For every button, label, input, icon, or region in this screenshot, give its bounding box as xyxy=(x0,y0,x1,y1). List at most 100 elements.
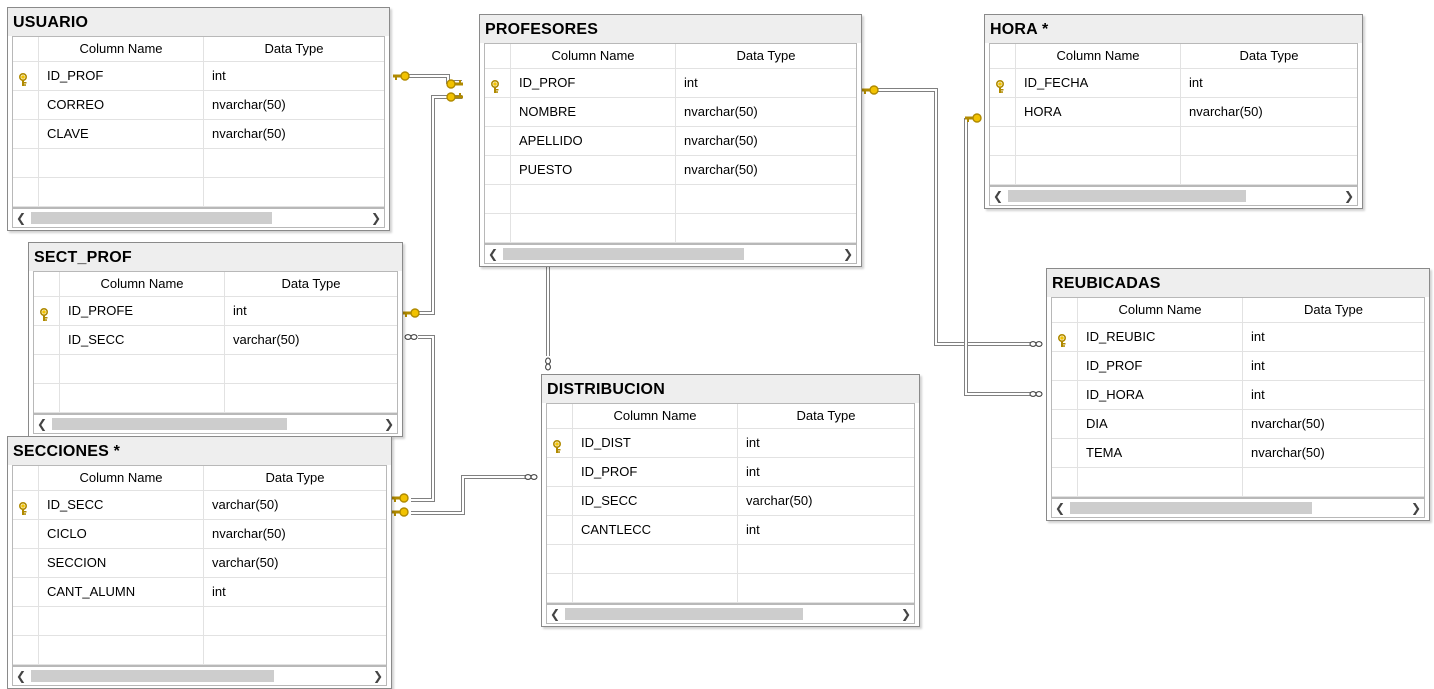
scroll-left-icon[interactable]: ❮ xyxy=(36,417,48,431)
empty-row[interactable] xyxy=(13,636,386,665)
many-end-infinity-icon xyxy=(524,474,538,480)
relationship-secciones-sectprof[interactable] xyxy=(411,335,435,502)
table-title-bar[interactable]: HORA * xyxy=(985,15,1362,43)
relationship-profesores-reubicadas[interactable] xyxy=(876,88,1030,346)
column-name-header: Column Name xyxy=(59,272,224,296)
horizontal-scrollbar[interactable]: ❮❯ xyxy=(546,604,915,624)
column-name: HORA xyxy=(1015,98,1180,126)
primary-key-icon xyxy=(1056,330,1068,358)
empty-row[interactable] xyxy=(34,384,397,413)
scroll-right-icon[interactable]: ❯ xyxy=(1410,501,1422,515)
table-title-bar[interactable]: REUBICADAS xyxy=(1047,269,1429,297)
relationship-secciones-distribucion[interactable] xyxy=(411,475,525,515)
scroll-left-icon[interactable]: ❮ xyxy=(1054,501,1066,515)
scroll-thumb[interactable] xyxy=(1070,502,1312,514)
scroll-left-icon[interactable]: ❮ xyxy=(15,211,27,225)
scroll-thumb[interactable] xyxy=(31,212,272,224)
empty-row[interactable] xyxy=(990,127,1357,156)
column-type: varchar(50) xyxy=(737,487,914,515)
horizontal-scrollbar[interactable]: ❮❯ xyxy=(484,244,857,264)
scroll-right-icon[interactable]: ❯ xyxy=(842,247,854,261)
scroll-right-icon[interactable]: ❯ xyxy=(372,669,384,683)
column-name: CLAVE xyxy=(38,120,203,148)
empty-row[interactable] xyxy=(485,214,856,243)
scroll-thumb[interactable] xyxy=(503,248,744,260)
table-title-bar[interactable]: USUARIO xyxy=(8,8,389,36)
empty-row[interactable] xyxy=(13,607,386,636)
scroll-right-icon[interactable]: ❯ xyxy=(383,417,395,431)
data-type-header: Data Type xyxy=(1242,298,1424,322)
horizontal-scrollbar[interactable]: ❮❯ xyxy=(33,414,398,434)
column-name: ID_HORA xyxy=(1077,381,1242,409)
empty-row[interactable] xyxy=(34,355,397,384)
scroll-thumb[interactable] xyxy=(31,670,274,682)
scroll-thumb[interactable] xyxy=(52,418,287,430)
column-name: CICLO xyxy=(38,520,203,548)
column-type: int xyxy=(737,458,914,486)
scroll-left-icon[interactable]: ❮ xyxy=(487,247,499,261)
one-end-key-icon xyxy=(965,113,982,123)
horizontal-scrollbar[interactable]: ❮❯ xyxy=(12,208,385,228)
column-type: int xyxy=(1180,69,1357,97)
relationship-hora-reubicadas[interactable] xyxy=(964,118,1030,396)
table-title-bar[interactable]: SECT_PROF xyxy=(29,243,402,271)
scroll-thumb[interactable] xyxy=(1008,190,1246,202)
empty-row[interactable] xyxy=(13,149,384,178)
table-title-bar[interactable]: PROFESORES xyxy=(480,15,861,43)
scroll-right-icon[interactable]: ❯ xyxy=(900,607,912,621)
empty-row[interactable] xyxy=(1052,468,1424,497)
horizontal-scrollbar[interactable]: ❮❯ xyxy=(989,186,1358,206)
table-title: SECT_PROF xyxy=(34,249,132,266)
relationship-sectprof-profesores[interactable] xyxy=(416,95,462,315)
column-type: int xyxy=(737,429,914,457)
table-title-bar[interactable]: SECCIONES * xyxy=(8,437,391,465)
horizontal-scrollbar[interactable]: ❮❯ xyxy=(12,666,387,686)
empty-row[interactable] xyxy=(547,574,914,603)
scroll-left-icon[interactable]: ❮ xyxy=(992,189,1004,203)
empty-row[interactable] xyxy=(547,545,914,574)
empty-row[interactable] xyxy=(990,156,1357,185)
empty-row[interactable] xyxy=(485,185,856,214)
scroll-left-icon[interactable]: ❮ xyxy=(549,607,561,621)
empty-row[interactable] xyxy=(13,178,384,207)
scroll-right-icon[interactable]: ❯ xyxy=(370,211,382,225)
table-title-bar[interactable]: DISTRIBUCION xyxy=(542,375,919,403)
horizontal-scrollbar[interactable]: ❮❯ xyxy=(1051,498,1425,518)
scroll-thumb[interactable] xyxy=(565,608,803,620)
table-title: USUARIO xyxy=(13,14,89,31)
scroll-right-icon[interactable]: ❯ xyxy=(1343,189,1355,203)
scroll-left-icon[interactable]: ❮ xyxy=(15,669,27,683)
